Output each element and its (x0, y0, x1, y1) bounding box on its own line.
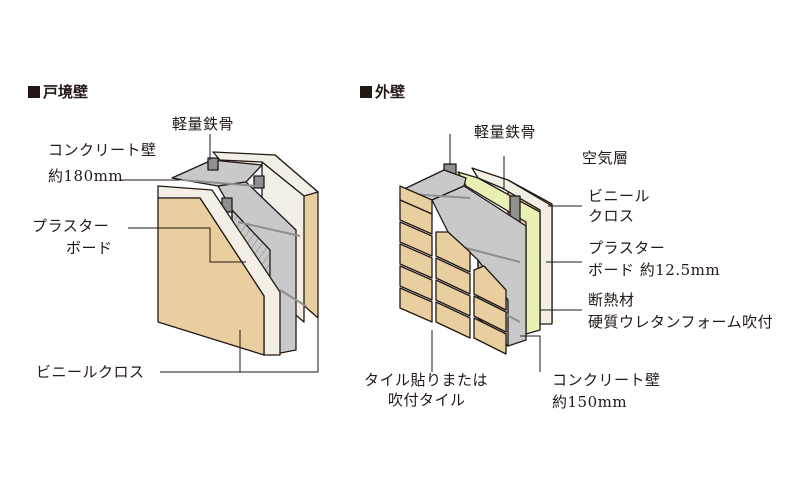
exterior-wall-illustration (399, 163, 553, 355)
ext-label-vinyl-1: ビニール (588, 187, 651, 205)
label-plaster-board-1: プラスター (32, 217, 110, 235)
ext-label-insulation-2: 硬質ウレタンフォーム吹付 (588, 313, 774, 331)
ext-label-insulation-1: 断熱材 (588, 291, 635, 309)
ext-rebar-2 (457, 245, 521, 263)
ext-label-concrete-2: 約150mm (552, 393, 628, 411)
square-bullet-icon (360, 86, 372, 98)
party-wall-title: 戸境壁 (28, 82, 88, 102)
square-bullet-icon (28, 86, 40, 98)
leader-plaster (128, 227, 246, 263)
label-concrete-wall: コンクリート壁 (48, 141, 157, 159)
label-vinyl-cloth: ビニールクロス (36, 363, 145, 381)
label-concrete-thickness: 約180mm (48, 167, 124, 185)
ext-leader-concrete (520, 335, 541, 372)
ext-label-vinyl-2: クロス (588, 207, 635, 225)
ext-label-plaster-2: ボード 約12.5mm (588, 261, 721, 279)
rebar-3 (279, 289, 307, 307)
ext-label-steel-frame: 軽量鉄骨 (474, 123, 537, 141)
exterior-wall-leaders (431, 134, 582, 372)
leader-vinyl-cloth-back (240, 232, 319, 373)
label-steel-frame: 軽量鉄骨 (172, 115, 235, 133)
steel-stud-top (207, 157, 219, 171)
steel-stud-mid (253, 175, 265, 189)
ext-label-plaster-1: プラスター (588, 239, 666, 257)
rebar-1 (181, 179, 257, 187)
exterior-wall-title: 外壁 (360, 82, 405, 102)
ext-label-tile-1: タイル貼りまたは (364, 371, 489, 389)
ext-label-tile-2: 吹付タイル (388, 391, 466, 409)
rebar-2 (237, 221, 301, 237)
front-wood-panel (157, 197, 265, 356)
ext-label-air-layer: 空気層 (582, 149, 629, 167)
label-plaster-board-2: ボード (66, 239, 113, 257)
party-wall-illustration (157, 151, 319, 356)
party-wall-leaders (120, 134, 319, 373)
concrete-top (171, 159, 263, 187)
ext-tiles (399, 185, 507, 355)
ext-label-concrete-1: コンクリート壁 (552, 371, 661, 389)
